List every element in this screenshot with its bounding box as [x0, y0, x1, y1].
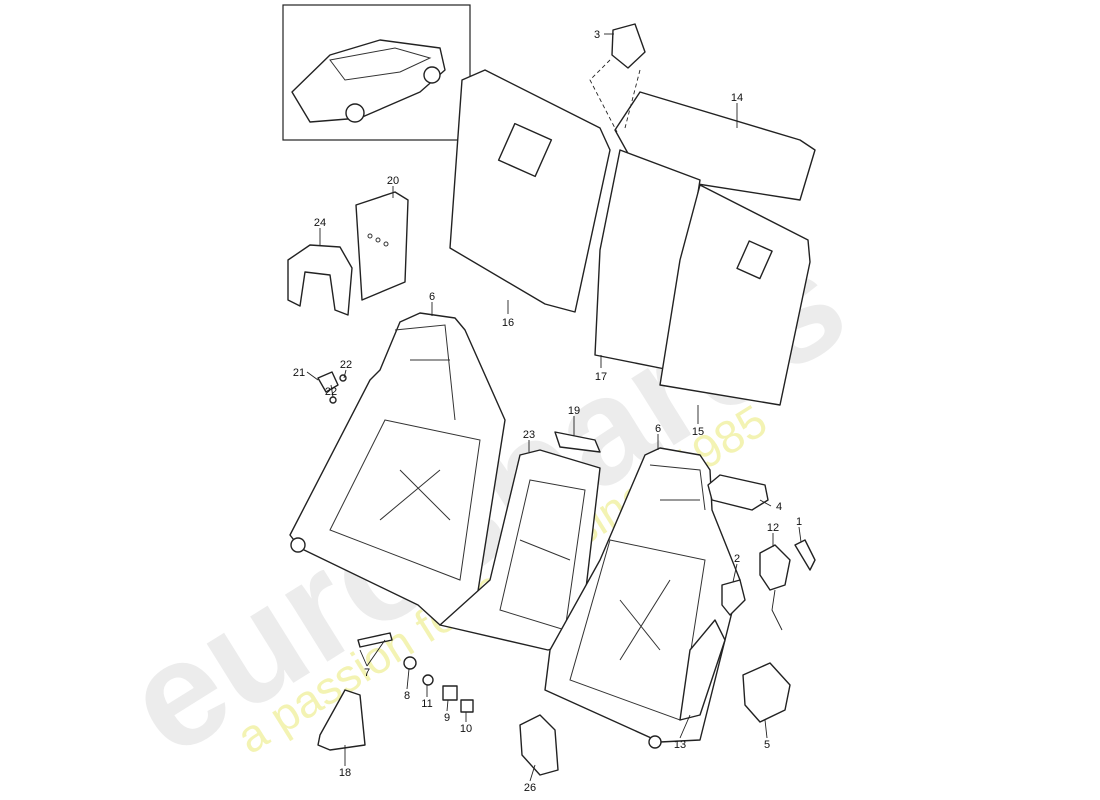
callout-21: 21 — [293, 367, 305, 379]
callout-4: 4 — [776, 501, 782, 513]
callout-7: 7 — [364, 667, 370, 679]
callout-8: 8 — [404, 690, 410, 702]
part-18-bracket — [317, 689, 366, 751]
callout-18: 18 — [339, 767, 351, 779]
part-4-latch — [707, 474, 769, 511]
callout-23: 23 — [523, 429, 535, 441]
part-26-hinge — [519, 714, 559, 776]
part-16-panel — [449, 69, 611, 313]
part-7-pin — [357, 632, 393, 648]
callout-12: 12 — [767, 522, 779, 534]
callout-11: 11 — [421, 698, 432, 710]
callout-3: 3 — [594, 29, 600, 41]
callout-26: 26 — [524, 782, 536, 794]
callout-9: 9 — [444, 712, 450, 724]
callout-22-upper: 22 — [340, 359, 352, 371]
callout-1: 1 — [796, 516, 802, 528]
part-15-panel — [659, 184, 811, 406]
callout-10: 10 — [460, 723, 472, 735]
callout-labels: 3 14 20 24 16 6 21 22 22 17 15 19 23 6 4… — [293, 29, 802, 794]
part-1-cover — [794, 539, 816, 571]
callout-6-left: 6 — [429, 291, 435, 303]
part-8-bushing — [403, 656, 417, 670]
callout-13: 13 — [674, 739, 686, 751]
part-10-cap — [460, 699, 474, 713]
part-9-bushing — [442, 685, 458, 701]
part-21-bracket — [317, 371, 339, 393]
callout-6-right: 6 — [655, 423, 661, 435]
part-2-trim — [721, 579, 746, 616]
callout-2: 2 — [734, 553, 740, 565]
part-24-headrest-trim — [287, 244, 353, 316]
part-11-washer — [422, 674, 434, 686]
callout-15: 15 — [692, 426, 704, 438]
part-19-clip — [554, 431, 601, 453]
callout-19: 19 — [568, 405, 580, 417]
callout-20: 20 — [387, 175, 399, 187]
callout-24: 24 — [314, 217, 326, 229]
part-13-side-trim — [679, 619, 726, 721]
callout-22-lower: 22 — [325, 386, 337, 398]
callout-5: 5 — [764, 739, 770, 751]
part-3-clip — [611, 23, 646, 69]
callout-14: 14 — [731, 92, 743, 104]
vehicle-inset — [282, 4, 471, 141]
part-20-headrest-plate — [355, 191, 409, 301]
part-12-module — [759, 544, 791, 591]
callout-17: 17 — [595, 371, 607, 383]
part-5-lock — [742, 662, 791, 723]
callout-16: 16 — [502, 317, 514, 329]
